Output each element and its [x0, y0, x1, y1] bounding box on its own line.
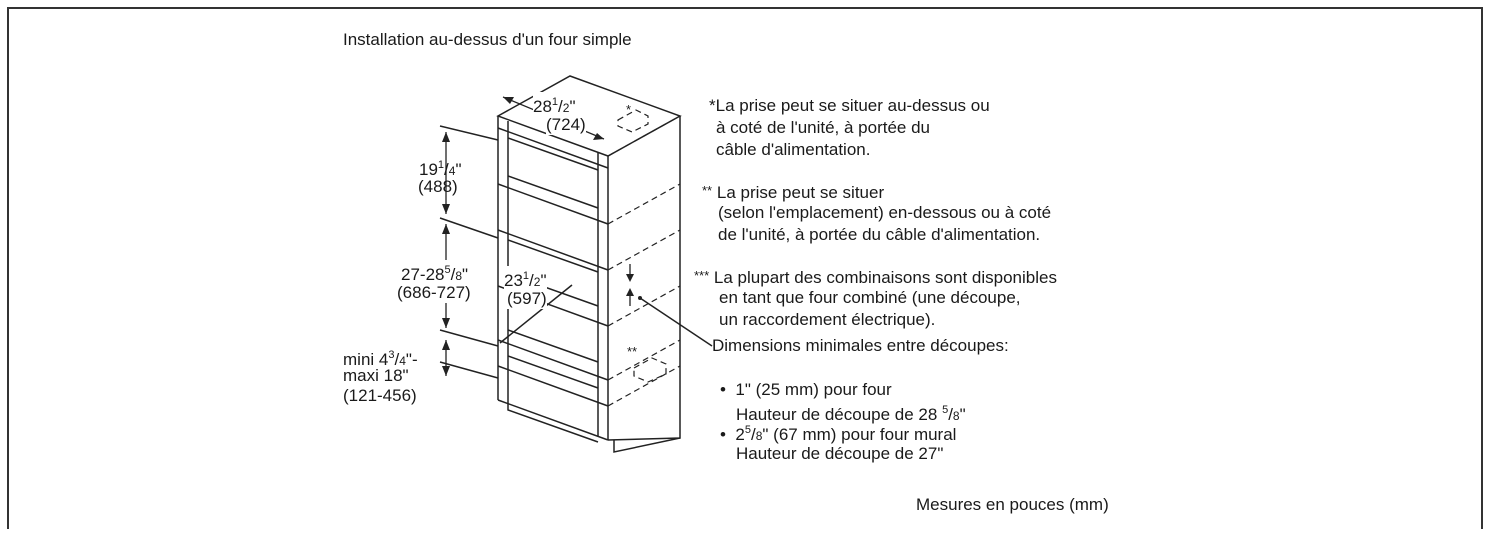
min-dims-item-1: • 1" (25 mm) pour four: [720, 380, 892, 399]
upper-height-mm: (488): [418, 177, 458, 196]
note-2-line-2: (selon l'emplacement) en-dessous ou à co…: [718, 203, 1052, 222]
bottom-dimension-mm: (121-456): [343, 386, 417, 405]
depth-dimension: 231/2": [504, 266, 547, 292]
diagram-frame: [7, 7, 1483, 529]
width-dimension-mm: (724): [546, 115, 586, 135]
bullet: •: [720, 425, 726, 444]
cabinet-side: [607, 116, 681, 441]
note-2-line-3: de l'unité, à portée du câble d'alimenta…: [718, 225, 1041, 244]
diagram-title: Installation au-dessus d'un four simple: [343, 30, 632, 49]
note-2: ** La prise peut se situer: [702, 183, 885, 202]
outlet-box-bottom: [633, 357, 667, 383]
bottom-dimension-max: maxi 18": [343, 366, 409, 385]
note-3-line-2: en tant que four combiné (une découpe,: [719, 288, 1021, 307]
note-3-line-3: un raccordement électrique).: [719, 310, 936, 329]
note-1-marker: *: [709, 96, 716, 115]
min-dims-item-2-sub: Hauteur de découpe de 27": [736, 444, 944, 463]
note-1: *La prise peut se situer au-dessus ou: [709, 96, 990, 115]
note-3-marker: ***: [694, 268, 710, 283]
outlet-marker-top: *: [626, 102, 632, 117]
width-dimension: 281/2": [533, 92, 576, 118]
note-3: *** La plupart des combinaisons sont dis…: [694, 268, 1057, 287]
note-1-line-3: câble d'alimentation.: [716, 140, 871, 159]
units-footer: Mesures en pouces (mm): [916, 495, 1109, 514]
depth-diagonal: [499, 284, 573, 344]
depth-dimension-mm: (597): [507, 289, 547, 309]
min-dims-item-2: • 25/8" (67 mm) pour four mural: [720, 424, 957, 444]
outlet-box-top: [617, 109, 649, 133]
bottom-dimension: mini 43/4"-: [343, 345, 418, 371]
upper-height-dimension: 191/4": [419, 159, 462, 179]
min-dims-heading: Dimensions minimales entre découpes:: [712, 336, 1009, 355]
outlet-marker-bottom: **: [627, 344, 638, 359]
note-1-line-2: à coté de l'unité, à portée du: [716, 118, 931, 137]
min-dims-item-1-sub: Hauteur de découpe de 28 5/8": [736, 404, 966, 424]
note-2-marker: **: [702, 183, 713, 198]
leader-line: [639, 297, 713, 347]
cutout-dimension-mm: (686-727): [397, 283, 471, 303]
cutout-dimension: 27-285/8": [401, 260, 469, 286]
bullet: •: [720, 380, 726, 399]
